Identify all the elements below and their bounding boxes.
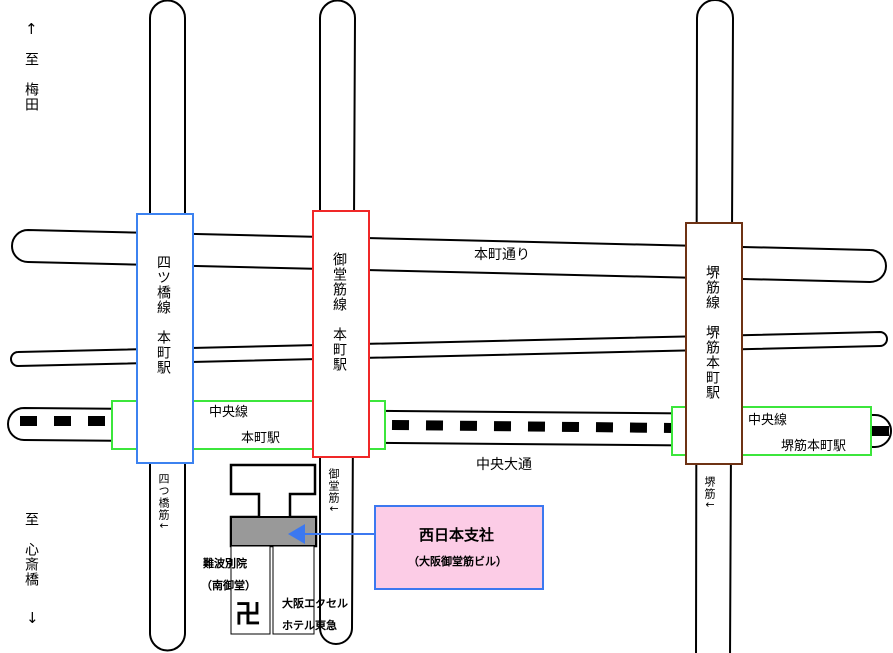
honmachi-dori-label: 本町通り [474, 247, 530, 263]
yotsubashi-suji-label: 四つ橋筋↓ [157, 473, 170, 532]
midosuji-label: 御堂筋↓ [327, 468, 340, 515]
temple-manji-icon: 卍 [235, 600, 262, 630]
hotel-label-line2: ホテル東急 [282, 619, 337, 632]
sakaisuji-station-box [685, 222, 743, 465]
honmachi-dori-road [11, 228, 887, 284]
chuo-line-label: 中央線 [209, 405, 249, 420]
chuo-line-track [20, 416, 893, 436]
destination-building-name: （大阪御堂筋ビル） [408, 555, 507, 568]
south-direction-label: 至 心斎橋 [23, 512, 39, 587]
chuo-line-label-2: 中央線 [748, 413, 788, 428]
hotel-lot [272, 545, 315, 635]
midosuji-station-box [312, 210, 370, 458]
chuo-sakaisuji-honmachi-label: 堺筋本町駅 [781, 439, 847, 454]
sakaisuji-label: 堺筋↓ [703, 476, 716, 511]
chuo-odori-label: 中央大通 [476, 457, 532, 473]
midosuji-station-label: 御堂筋線 本町駅 [331, 252, 347, 372]
chuo-honmachi-label: 本町駅 [241, 431, 281, 446]
pointer-arrow-head [288, 524, 305, 544]
nanba-betsuin-label: 難波別院 [203, 557, 247, 570]
north-arrow: ↑ [25, 20, 38, 38]
minami-mido-label: （南御堂） [201, 579, 256, 592]
minor-road [10, 330, 888, 368]
yotsubashi-station-label: 四ツ橋線 本町駅 [155, 255, 171, 375]
destination-label-box [374, 505, 544, 590]
destination-name: 西日本支社 [419, 526, 495, 544]
nanba-betsuin-lot [230, 545, 271, 635]
sakaisuji-station-label: 堺筋線 堺筋本町駅 [704, 265, 720, 400]
hotel-label-line1: 大阪エクセル [282, 597, 348, 610]
yotsubashi-station-box [136, 213, 194, 464]
north-direction-label: 至 梅田 [23, 52, 39, 112]
south-arrow: ↓ [26, 609, 39, 627]
